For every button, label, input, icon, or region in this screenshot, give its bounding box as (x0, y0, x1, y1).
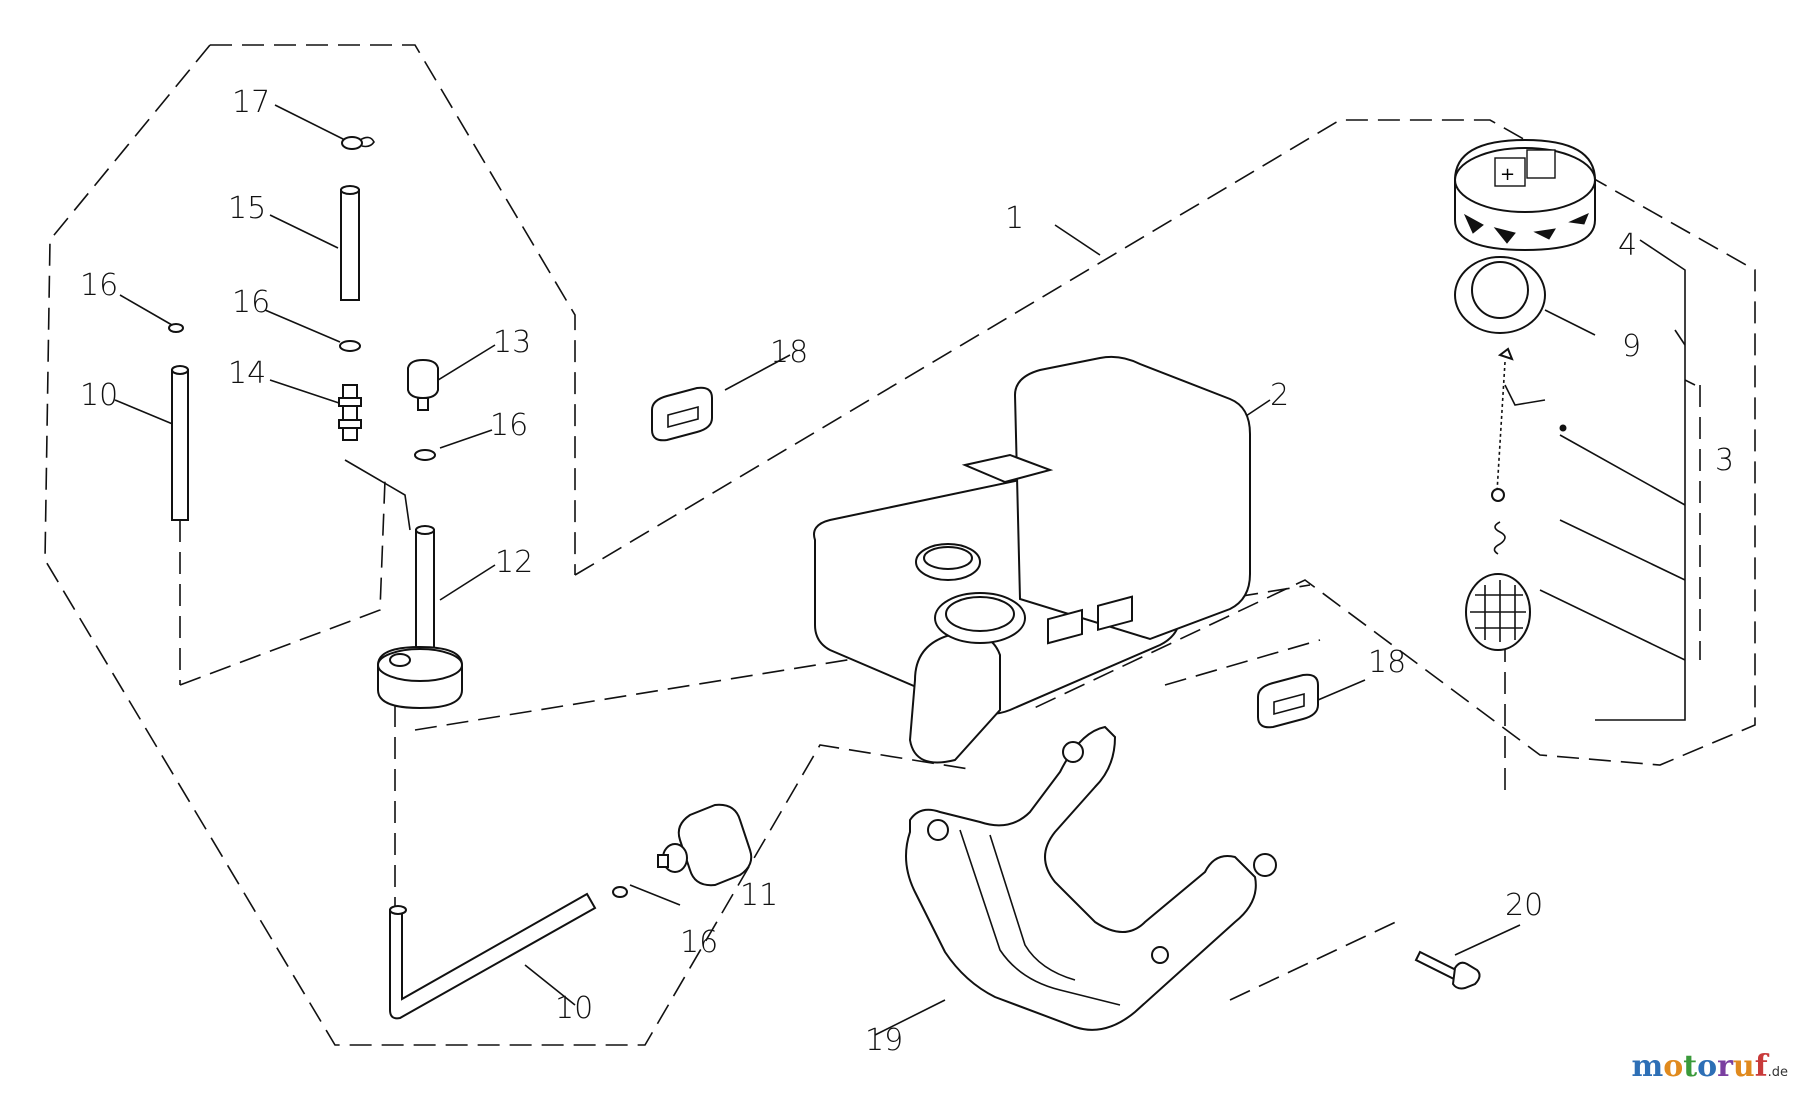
callout-18: 18 (1368, 645, 1406, 680)
callout-4: 4 (1618, 228, 1637, 263)
part-16-orings (168, 323, 628, 898)
part-19-guard (905, 725, 1277, 1031)
callout-labels: 17 15 16 16 14 10 13 16 12 1 4 9 3 2 18 … (80, 85, 1734, 1058)
part-2-fuel-tank (813, 355, 1251, 764)
callout-2: 2 (1270, 378, 1289, 413)
part-9-gasket (1454, 256, 1546, 334)
callout-16: 16 (80, 268, 118, 303)
callout-16: 16 (680, 925, 718, 960)
callout-18: 18 (770, 335, 808, 370)
part-18-grommets (651, 386, 1319, 729)
callout-9: 9 (1622, 329, 1641, 364)
part-14-connector (338, 384, 362, 441)
part-4-fuel-cap: + (1454, 138, 1596, 252)
watermark-logo: motoruf.de (1631, 1049, 1788, 1084)
part-17-clip (341, 136, 375, 150)
callout-14: 14 (228, 356, 266, 391)
callout-11: 11 (740, 878, 778, 913)
callout-10: 10 (80, 378, 118, 413)
callout-19: 19 (865, 1023, 903, 1058)
part-20-bolt (1414, 950, 1481, 990)
callout-20: 20 (1505, 888, 1543, 923)
callout-3: 3 (1715, 443, 1734, 478)
callout-16: 16 (232, 285, 270, 320)
callout-10: 10 (555, 991, 593, 1026)
part-10-hose-upper (171, 365, 189, 521)
part-15-hose (340, 185, 360, 301)
part-10-hose-lower (389, 892, 597, 1020)
callout-13: 13 (493, 325, 531, 360)
callout-15: 15 (228, 191, 266, 226)
part-3-filter-assembly (1465, 347, 1567, 651)
part-13-filter (407, 358, 439, 411)
part-11-fuel-filter (657, 803, 753, 887)
callout-16: 16 (490, 408, 528, 443)
part-12-grommet (377, 525, 463, 710)
callout-17: 17 (232, 85, 270, 120)
callout-1: 1 (1005, 201, 1024, 236)
callout-12: 12 (495, 545, 533, 580)
svg-text:+: + (1500, 164, 1515, 185)
